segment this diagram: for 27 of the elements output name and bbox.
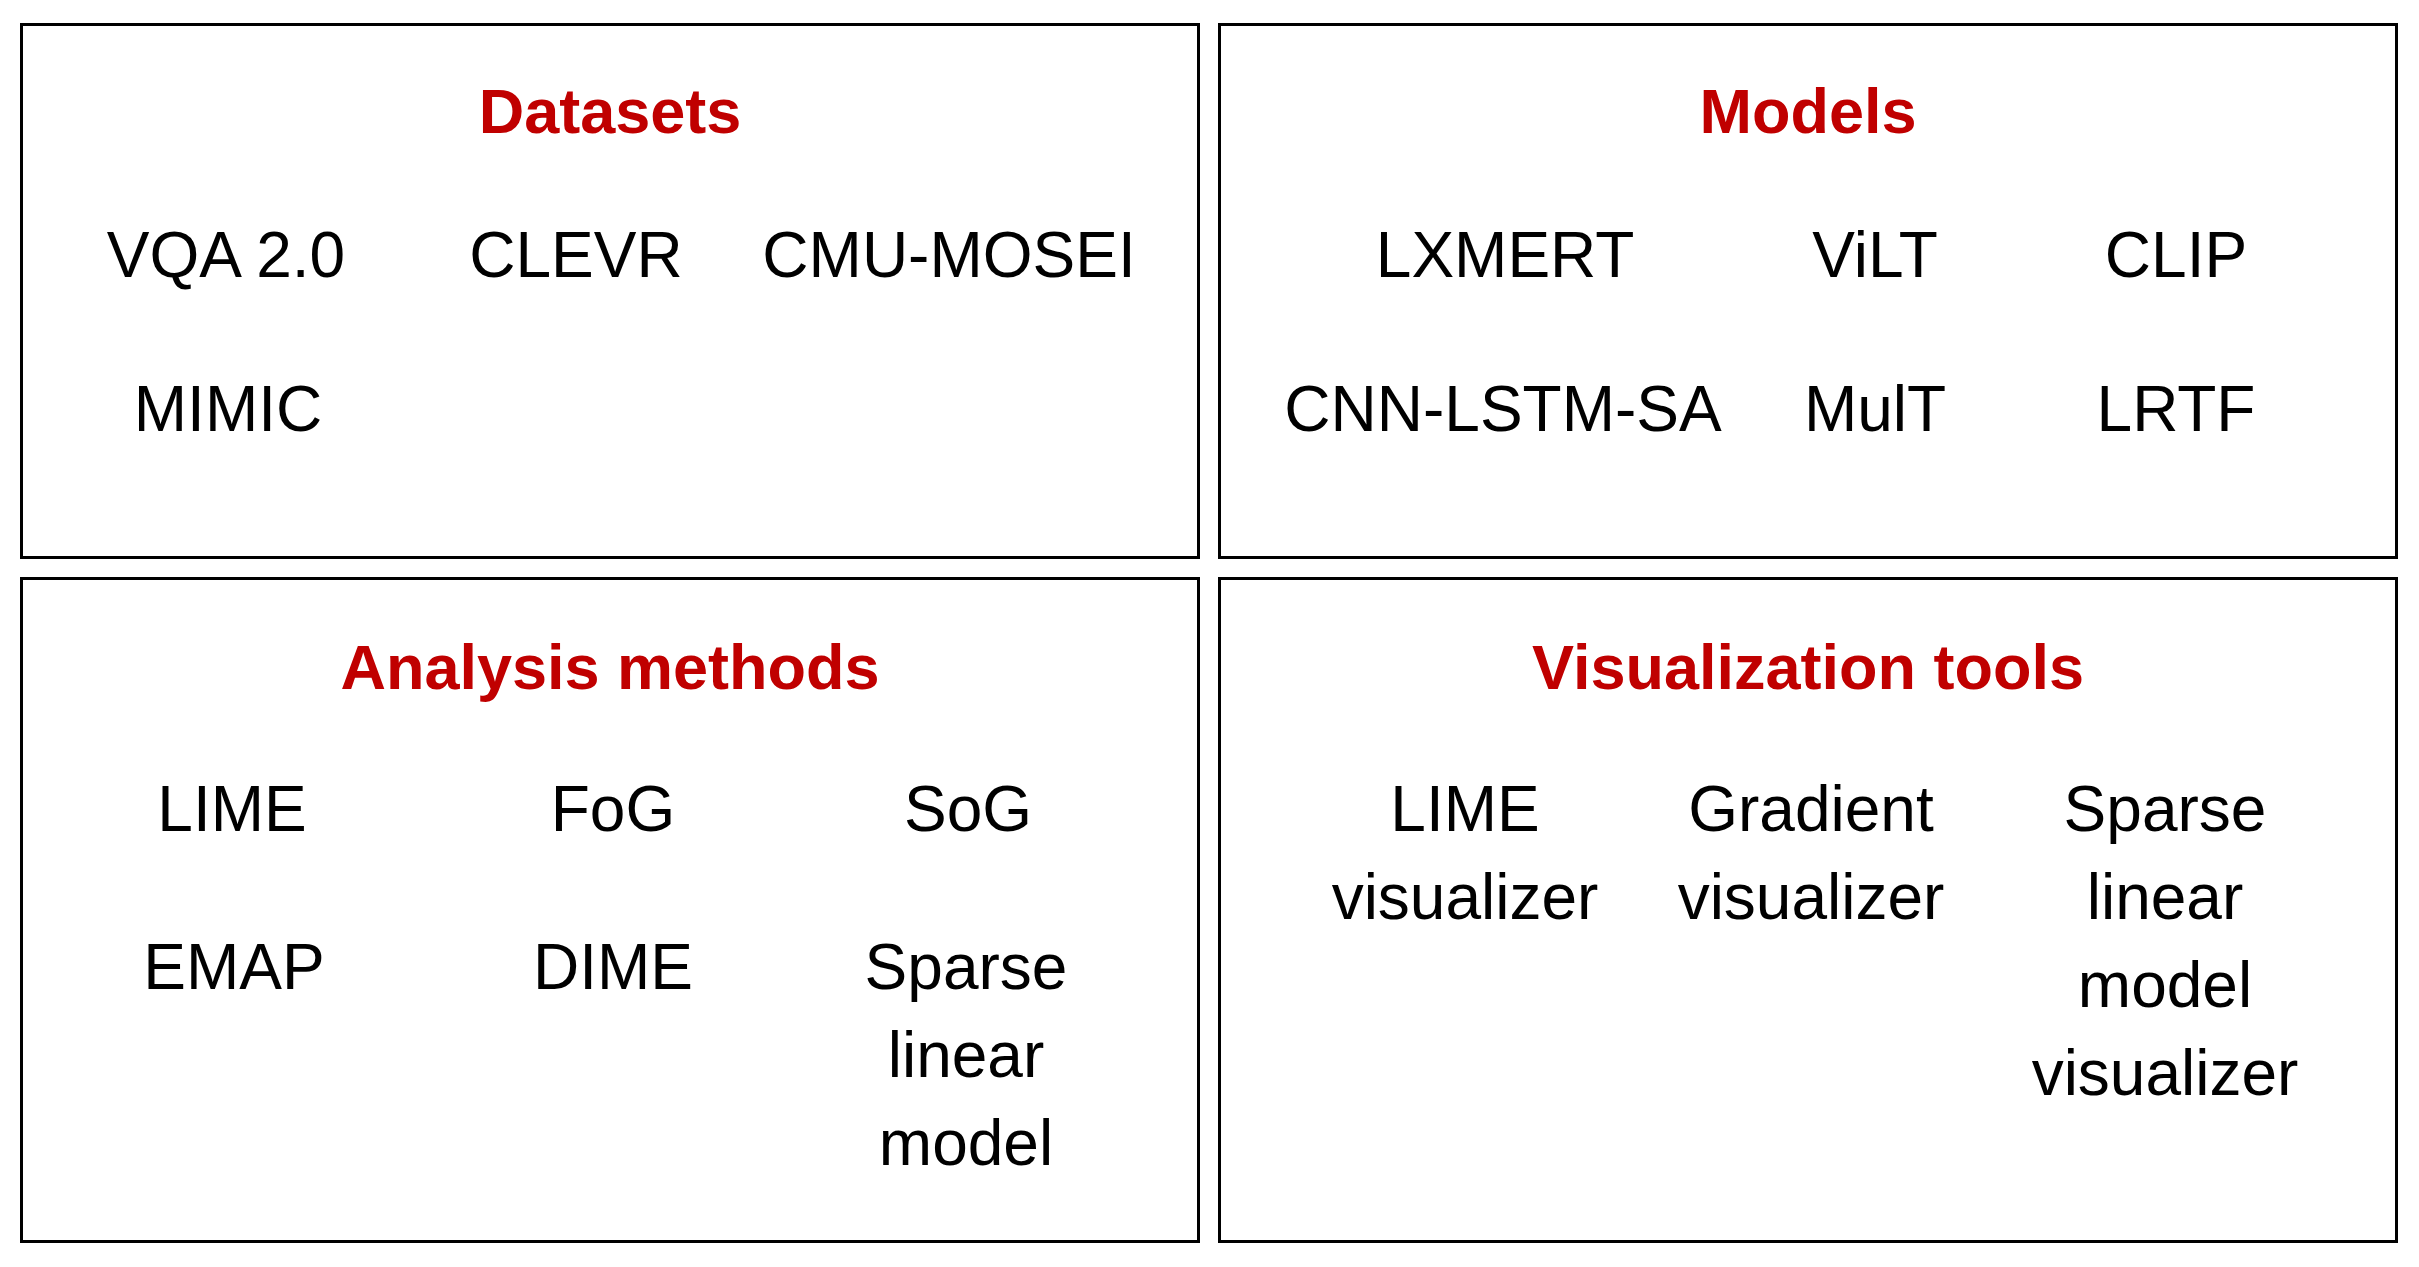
method-name: EMAP	[143, 930, 325, 1005]
model-name: LXMERT	[1375, 218, 1635, 293]
tool-name: Gradient visualizer	[1677, 772, 1945, 935]
panel-heading: Visualization tools	[1532, 631, 2084, 704]
method-name: FoG	[550, 772, 676, 847]
model-name: CNN-LSTM-SA	[1284, 372, 1722, 447]
tool-name: Sparse linear model visualizer	[2031, 772, 2299, 1111]
category-panel	[20, 23, 1200, 559]
method-name: Sparse linear model	[864, 930, 1068, 1181]
panel-heading: Datasets	[478, 75, 742, 148]
method-name: DIME	[533, 930, 693, 1005]
method-name: LIME	[157, 772, 307, 847]
model-name: CLIP	[2104, 218, 2248, 293]
model-name: LRTF	[2096, 372, 2256, 447]
method-name: SoG	[903, 772, 1033, 847]
dataset-name: CMU-MOSEI	[762, 218, 1136, 293]
model-name: MulT	[1803, 372, 1947, 447]
panel-heading: Analysis methods	[340, 631, 880, 704]
dataset-name: CLEVR	[469, 218, 683, 293]
tool-name: LIME visualizer	[1331, 772, 1599, 935]
dataset-name: MIMIC	[133, 372, 323, 447]
category-panel	[20, 577, 1200, 1243]
category-panel	[1218, 577, 2398, 1243]
panel-heading: Models	[1699, 75, 1917, 148]
dataset-name: VQA 2.0	[106, 218, 346, 293]
model-name: ViLT	[1812, 218, 1938, 293]
category-panel	[1218, 23, 2398, 559]
